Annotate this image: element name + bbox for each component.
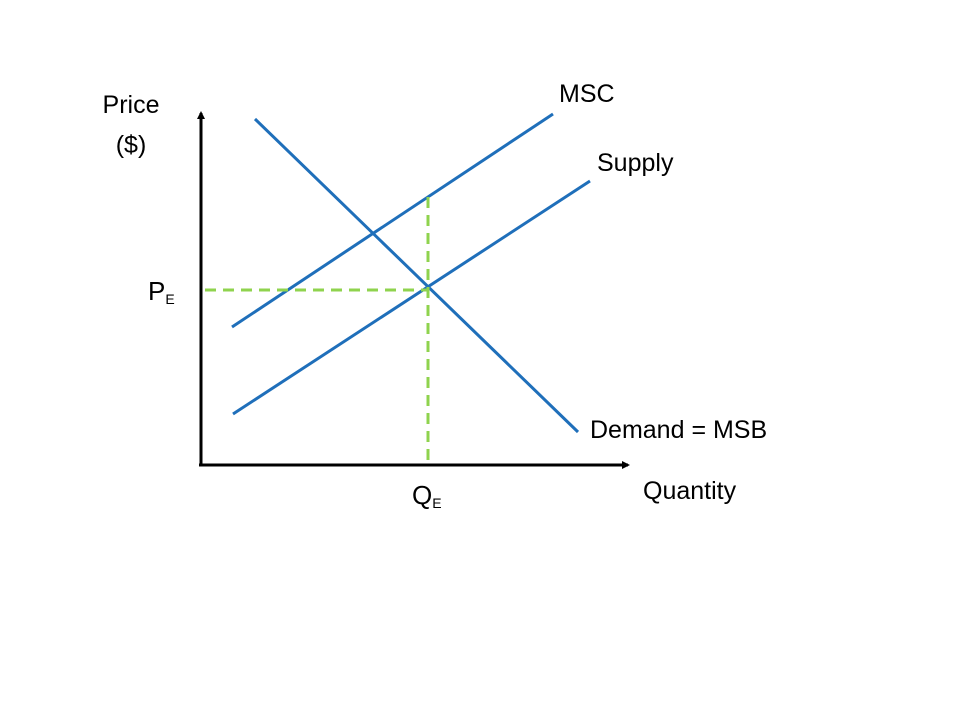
x-axis-label: Quantity	[643, 477, 737, 505]
price-equilibrium-label: PE	[148, 276, 175, 307]
msc-label: MSC	[559, 80, 615, 108]
quantity-equilibrium-sub: E	[432, 495, 441, 511]
quantity-equilibrium-main: Q	[412, 480, 432, 510]
price-equilibrium-sub: E	[165, 291, 174, 307]
msc-curve	[231, 112, 554, 329]
y-axis-label-line1: Price	[103, 91, 160, 119]
supply-label: Supply	[597, 149, 674, 177]
y-axis-label-line2: ($)	[116, 131, 147, 159]
quantity-equilibrium-label: QE	[412, 480, 442, 511]
demand-label: Demand = MSB	[590, 416, 767, 444]
supply-curve	[232, 179, 591, 416]
price-equilibrium-main: P	[148, 276, 165, 306]
demand-curve	[253, 117, 580, 434]
